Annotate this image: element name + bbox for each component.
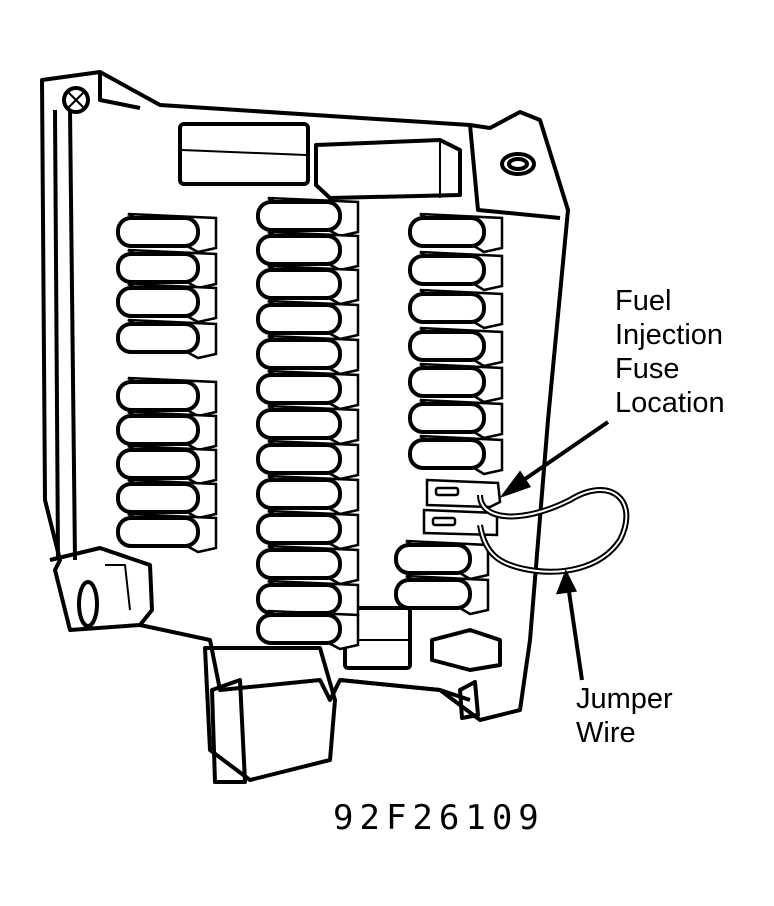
fuse	[256, 478, 342, 510]
arrow-head-icon	[499, 470, 532, 499]
fuse	[116, 380, 200, 412]
fuse	[408, 402, 486, 434]
empty-fuse-slots	[422, 478, 502, 537]
fuse	[256, 338, 342, 370]
fuse	[408, 216, 486, 248]
figure-code: 92F26109	[333, 798, 545, 838]
fuse	[256, 613, 342, 645]
fuse	[256, 303, 342, 335]
fuse-location-label: Fuel Injection Fuse Location	[615, 284, 725, 420]
label-line: Location	[615, 387, 725, 419]
fuse	[256, 548, 342, 580]
fuse	[256, 200, 342, 232]
fuse	[116, 448, 200, 480]
callout-arrows	[499, 420, 610, 681]
fuse	[408, 254, 486, 286]
label-line: Injection	[615, 319, 724, 351]
fuse	[408, 366, 486, 398]
screw-icon	[62, 86, 90, 114]
fuse	[256, 443, 342, 475]
label-line: Jumper	[576, 683, 673, 715]
fuse	[256, 583, 342, 615]
fuse	[116, 216, 200, 248]
label-line: Fuel	[615, 285, 672, 317]
fuse	[394, 543, 472, 575]
fuse	[408, 292, 486, 324]
fuse	[256, 373, 342, 405]
fuse	[256, 513, 342, 545]
fuse	[256, 234, 342, 266]
arrow-head-icon	[555, 569, 578, 595]
fuse-array	[116, 196, 504, 651]
fuse	[394, 578, 472, 610]
fuse	[116, 516, 200, 548]
fuse	[408, 330, 486, 362]
fuse	[116, 286, 200, 318]
fuse-panel	[40, 70, 570, 784]
label-line: Wire	[576, 717, 636, 749]
fuse	[256, 268, 342, 300]
fuse	[408, 438, 486, 470]
fuse	[116, 252, 200, 284]
fuse	[116, 482, 200, 514]
fuse	[116, 414, 200, 446]
fuse	[116, 322, 200, 354]
fuse	[256, 408, 342, 440]
jumper-wire	[477, 487, 630, 575]
jumper-wire-label: Jumper Wire	[576, 682, 673, 750]
label-line: Fuse	[615, 353, 680, 385]
